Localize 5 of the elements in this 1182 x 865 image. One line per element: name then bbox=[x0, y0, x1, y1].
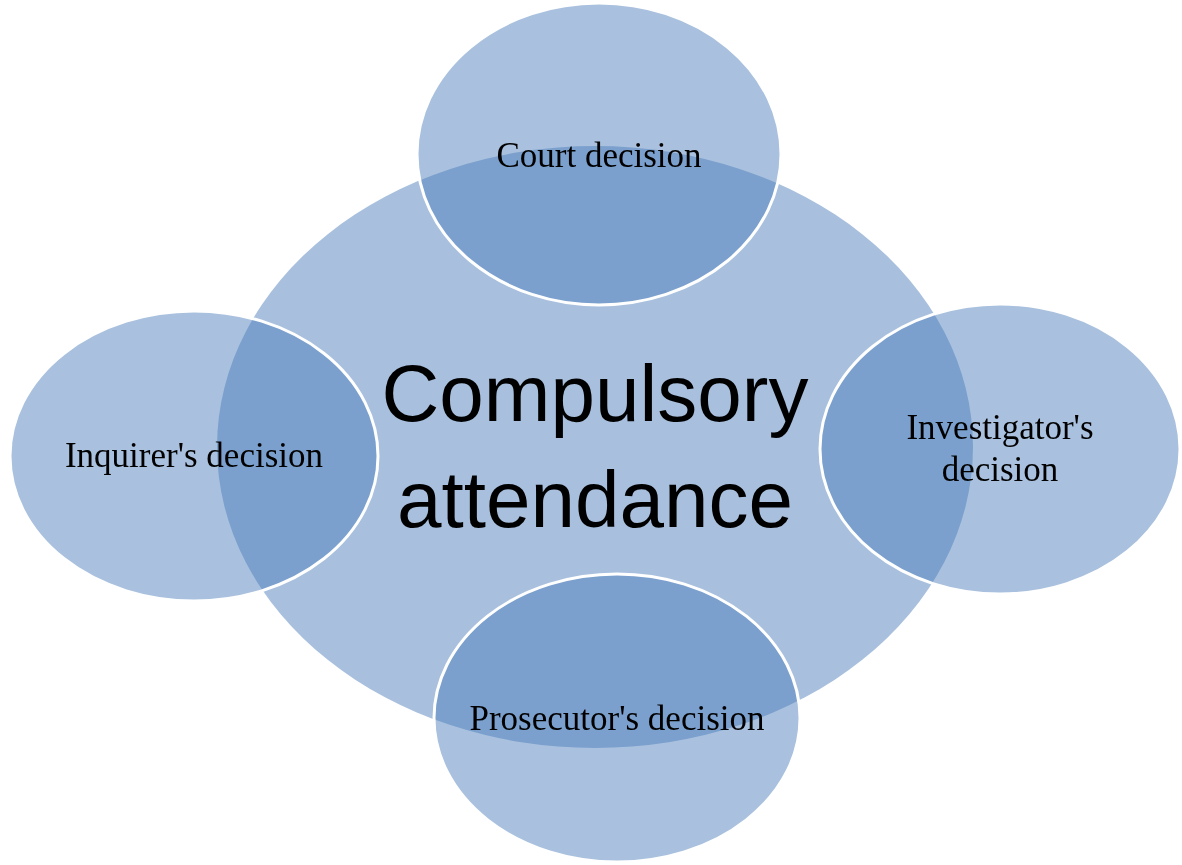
center-label: Compulsory attendance bbox=[380, 347, 810, 546]
ellipse-label: Prosecutor's decision bbox=[469, 698, 765, 740]
ellipse-label: Inquirer's decision bbox=[64, 435, 323, 477]
ellipse-label: Investigator's decision bbox=[905, 407, 1095, 491]
ellipse-label: Court decision bbox=[496, 135, 702, 177]
